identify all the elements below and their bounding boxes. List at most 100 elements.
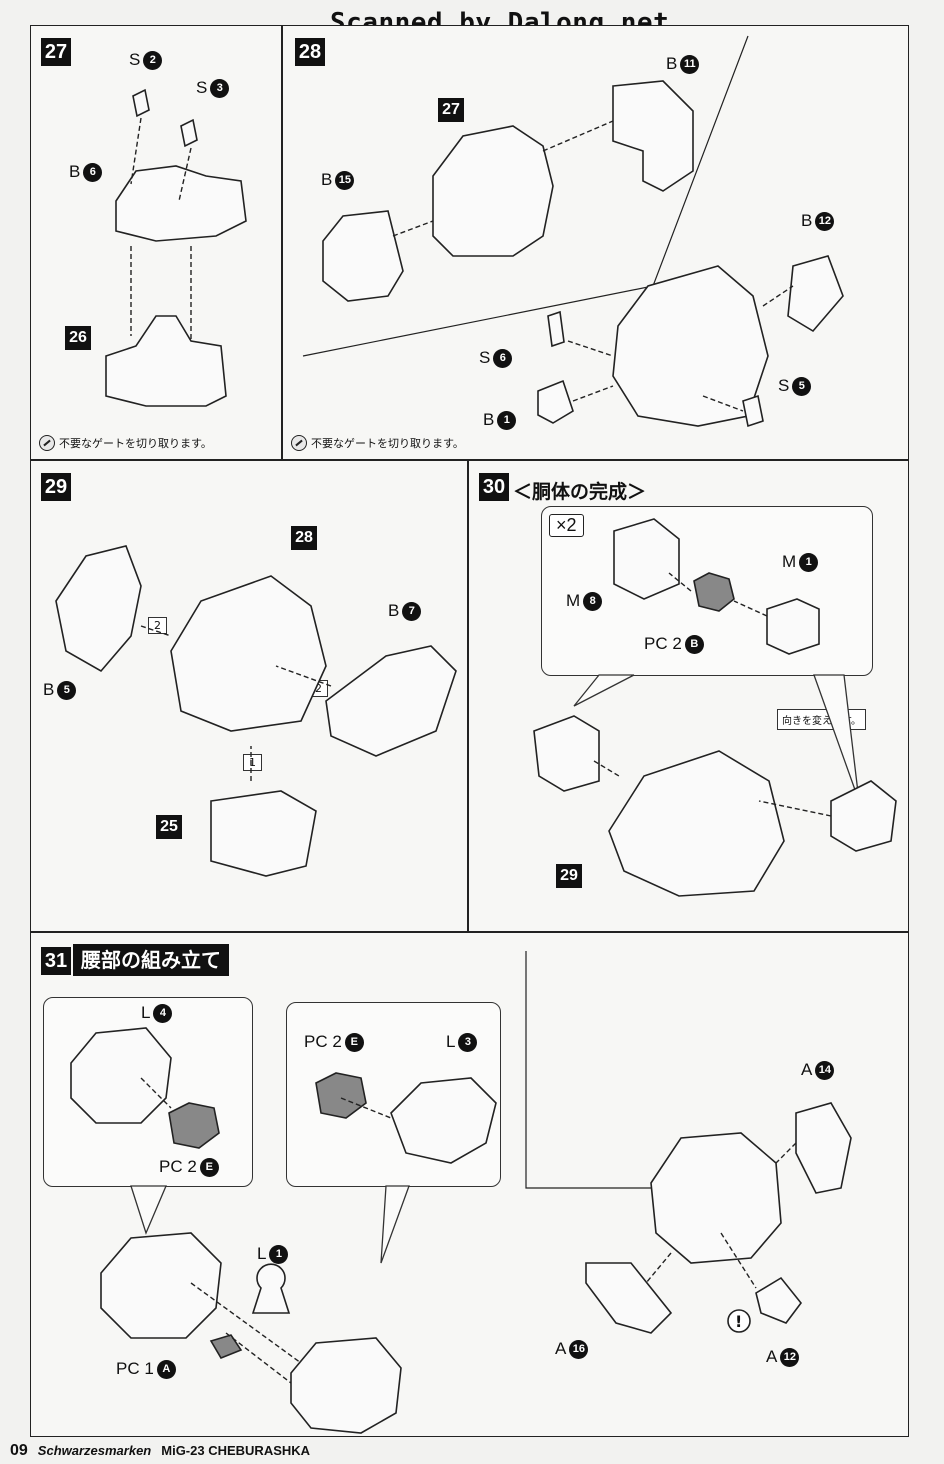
part-letter: A xyxy=(766,1347,778,1366)
assembly-29 xyxy=(608,750,785,897)
subassembly-ref: 26 xyxy=(65,326,91,350)
part-letter: B xyxy=(483,410,495,429)
part-number: 4 xyxy=(153,1003,173,1023)
note-text: 不要なゲートを切り取ります。 xyxy=(59,437,212,450)
part-b15 xyxy=(322,210,404,302)
part-letter: M xyxy=(782,552,797,571)
step-number: 31 xyxy=(41,947,71,975)
model-name: MiG-23 CHEBURASHKA xyxy=(161,1443,311,1458)
part-number: 16 xyxy=(569,1339,589,1359)
part-l3 xyxy=(390,1077,497,1164)
gate-note: 不要なゲートを切り取ります。 xyxy=(39,435,212,451)
part-number: 15 xyxy=(335,170,355,190)
part-m8-left xyxy=(533,715,600,792)
part-number: B xyxy=(684,634,704,654)
part-number: 3 xyxy=(458,1032,478,1052)
step-31-illustration: ! xyxy=(70,951,852,1434)
part-number: 1 xyxy=(497,410,517,430)
step-number: 27 xyxy=(41,38,71,66)
part-letter: S xyxy=(479,348,491,367)
part-letter: B xyxy=(321,170,333,189)
part-letter: S xyxy=(129,50,141,69)
assembly-28 xyxy=(612,265,769,427)
part-number: 3 xyxy=(210,78,230,98)
order-marker-1: 1 xyxy=(243,754,262,771)
part-letter: B xyxy=(388,601,400,620)
part-l1 xyxy=(251,1263,291,1314)
step-30-illustration xyxy=(533,518,897,897)
part-letter: B xyxy=(666,54,678,73)
note-text: 不要なゲートを切り取ります。 xyxy=(311,437,464,450)
part-letter: B xyxy=(43,680,55,699)
part-number: 14 xyxy=(815,1060,835,1080)
part-pc1a xyxy=(209,1334,243,1359)
part-b7 xyxy=(325,645,457,757)
part-pc2b xyxy=(693,572,735,612)
step-title: ＜胴体の完成＞ xyxy=(513,482,647,503)
part-number: 6 xyxy=(493,348,513,368)
step-27-illustration xyxy=(105,88,247,407)
part-b11 xyxy=(612,80,694,192)
subassembly-ref-25: 25 xyxy=(156,815,182,839)
part-letter: S xyxy=(196,78,208,97)
part-l4 xyxy=(70,1027,172,1124)
assembly-l4 xyxy=(100,1232,222,1339)
part-number: 6 xyxy=(83,162,103,182)
part-number: 5 xyxy=(57,680,77,700)
step-29-illustration xyxy=(55,545,457,877)
subassembly-27 xyxy=(432,125,554,257)
quantity-multiplier: ×2 xyxy=(549,514,584,537)
part-letter: PC 2 xyxy=(304,1032,342,1051)
part-letter: B xyxy=(69,162,81,181)
part-a16 xyxy=(585,1262,673,1334)
part-number: 8 xyxy=(583,591,603,611)
assembly-waist xyxy=(650,1132,782,1264)
part-letter: PC 2 xyxy=(644,634,682,653)
part-number: 12 xyxy=(780,1347,800,1367)
part-b5 xyxy=(55,545,142,673)
part-pc2e xyxy=(168,1102,220,1149)
subassembly-ref: 29 xyxy=(556,864,582,888)
part-b6 xyxy=(115,165,247,242)
part-letter: L xyxy=(141,1003,151,1022)
part-b1 xyxy=(537,379,574,424)
part-number: 12 xyxy=(815,211,835,231)
step-number: 30 xyxy=(479,473,509,501)
part-a12 xyxy=(755,1276,803,1324)
step-28-illustration xyxy=(302,35,844,428)
part-b12 xyxy=(787,255,844,333)
page-footer: 09 Schwarzesmarken MiG-23 CHEBURASHKA xyxy=(10,1442,310,1460)
page-number: 09 xyxy=(10,1442,28,1459)
part-letter: M xyxy=(566,591,581,610)
part-m1 xyxy=(766,598,820,655)
subassembly-ref-28: 28 xyxy=(291,526,317,550)
part-s2 xyxy=(132,88,150,118)
part-number: 11 xyxy=(680,54,700,74)
part-number: 2 xyxy=(143,50,163,70)
part-number: A xyxy=(156,1359,176,1379)
part-letter: A xyxy=(801,1060,813,1079)
caution-icon xyxy=(727,1309,751,1333)
